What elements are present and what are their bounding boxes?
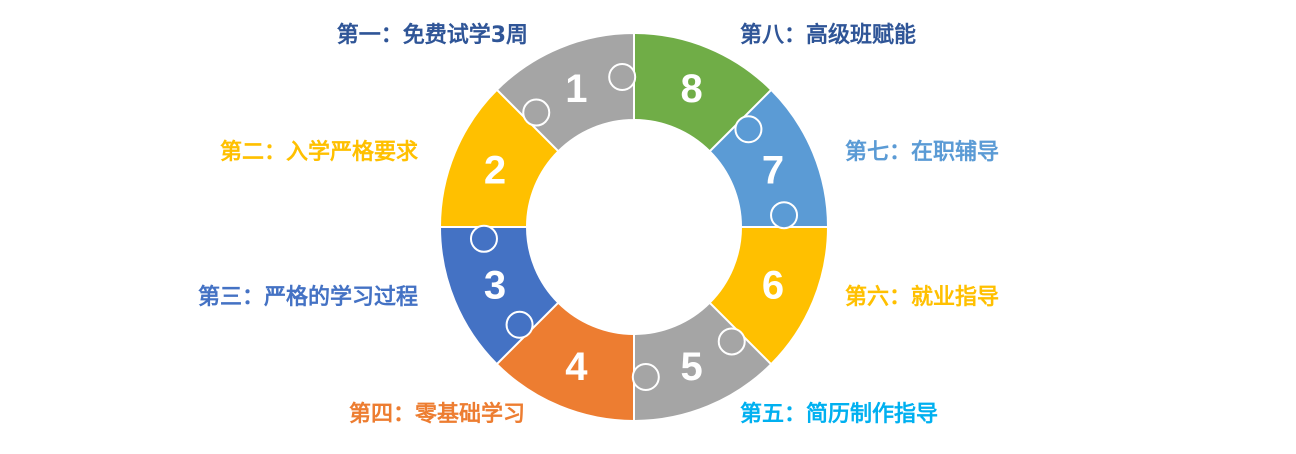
step-1-number: 1 — [565, 67, 587, 111]
step-6-label: 第六：就业指导 — [845, 285, 1000, 310]
step-5-label: 第五：简历制作指导 — [740, 402, 939, 427]
step-1-label: 第一：免费试学3周 — [336, 23, 528, 48]
step-7-number: 7 — [762, 148, 784, 192]
step-6-number: 6 — [762, 264, 784, 308]
step-4-label: 第四：零基础学习 — [348, 402, 525, 427]
puzzle-tab — [770, 201, 799, 230]
step-2-label: 第二：入学严格要求 — [219, 140, 418, 165]
puzzle-tab — [505, 310, 534, 339]
step-7-label: 第七：在职辅导 — [845, 140, 1000, 165]
puzzle-tab — [608, 62, 637, 91]
step-3-label: 第三：严格的学习过程 — [197, 285, 418, 310]
step-5-number: 5 — [680, 345, 702, 389]
puzzle-tab — [734, 115, 763, 144]
step-8-label: 第八：高级班赋能 — [740, 23, 917, 48]
puzzle-tab — [522, 98, 551, 127]
step-3-number: 3 — [484, 264, 506, 308]
puzzle-tab — [717, 327, 746, 356]
step-8-number: 8 — [680, 67, 702, 111]
puzzle-tab — [469, 224, 498, 253]
step-4-number: 4 — [565, 345, 588, 389]
puzzle-tab — [631, 363, 660, 392]
step-2-number: 2 — [484, 148, 506, 192]
